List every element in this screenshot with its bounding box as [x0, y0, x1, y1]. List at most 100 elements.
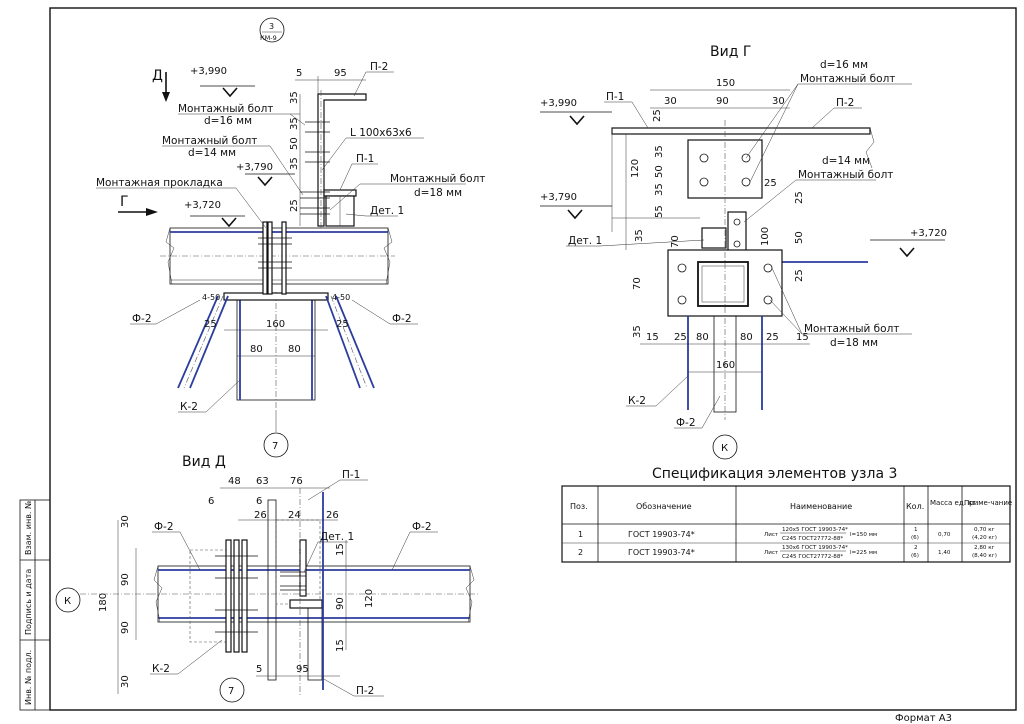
g-note-f2: Ф-2 — [676, 417, 696, 429]
d-dim-26b: 26 — [326, 510, 339, 521]
g-dim-35d: 35 — [632, 325, 643, 338]
d-note-k2: К-2 — [152, 663, 170, 675]
d-dim-63: 63 — [256, 476, 269, 487]
g-note-d16: d=16 мм — [820, 59, 868, 71]
hdr-mass: Масса ед. кг. — [930, 499, 978, 507]
callout-circle — [259, 17, 285, 43]
d-dim-30-bottom: 30 — [120, 675, 131, 688]
level-3990: +3,990 — [190, 66, 227, 77]
row2-name-top: 130х6 ГОСТ 19903-74* — [782, 545, 848, 551]
note-p1: П-1 — [356, 153, 374, 165]
sheet-frame — [49, 7, 1017, 711]
row2-note: 2,80 кг — [974, 545, 995, 551]
note-d16: d=16 мм — [204, 115, 252, 127]
row1-qty: 1 — [914, 527, 918, 533]
dim-95: 95 — [334, 68, 347, 79]
g-dim-100: 100 — [760, 227, 771, 246]
dim-35a: 35 — [289, 91, 300, 104]
g-note-d18: d=18 мм — [830, 337, 878, 349]
g-note-d14: d=14 мм — [822, 155, 870, 167]
hdr-note: Приме-чание — [964, 499, 1012, 507]
g-level-3720: +3,720 — [910, 228, 947, 239]
g-dim-25-b-right: 25 — [766, 332, 779, 343]
g-dim-150: 150 — [716, 78, 735, 89]
note-bolt-14: Монтажный болт — [162, 135, 257, 147]
row1-doc: ГОСТ 19903-74* — [628, 530, 695, 539]
d-dim-120: 120 — [364, 589, 375, 608]
row2-name-bottom: С245 ГОСТ27772-88* — [782, 554, 843, 560]
d-dim-6a: 6 — [208, 496, 214, 507]
dim-25-left: 25 — [204, 319, 217, 330]
d-dim-24: 24 — [288, 510, 301, 521]
note-4-50-left: 4-50 — [202, 293, 220, 302]
note-bolt-16: Монтажный болт — [178, 103, 273, 115]
g-dim-25-right: 25 — [764, 178, 777, 189]
row1-note2: (4,20 кг) — [972, 535, 997, 541]
d-dim-26a: 26 — [254, 510, 267, 521]
note-angle: L 100х63х6 — [350, 127, 412, 139]
marker-7-top — [263, 432, 289, 458]
dim-35c: 35 — [289, 157, 300, 170]
g-note-det1: Дет. 1 — [568, 235, 602, 247]
d-dim-90-top: 90 — [120, 573, 131, 586]
g-dim-80-left: 80 — [696, 332, 709, 343]
g-dim-50: 50 — [654, 165, 665, 178]
d-dim-48: 48 — [228, 476, 241, 487]
view-g-title: Вид Г — [710, 44, 751, 60]
g-dim-30-left: 30 — [664, 96, 677, 107]
note-det1: Дет. 1 — [370, 205, 404, 217]
view-d-title: Вид Д — [182, 454, 226, 470]
g-dim-120: 120 — [630, 159, 641, 178]
note-f2-right: Ф-2 — [392, 313, 412, 325]
g-dim-35c: 35 — [634, 229, 645, 242]
d-dim-180: 180 — [98, 593, 109, 612]
d-dim-15-top: 15 — [335, 543, 346, 556]
spec-title: Спецификация элементов узла 3 — [652, 466, 897, 482]
hdr-name: Наименование — [790, 502, 852, 511]
g-dim-25-top: 25 — [652, 109, 663, 122]
g-note-k2: К-2 — [628, 395, 646, 407]
g-dim-55: 55 — [654, 205, 665, 218]
hdr-doc: Обозначение — [636, 502, 692, 511]
dim-25-right: 25 — [336, 319, 349, 330]
row2-name-prefix: Лист — [764, 550, 779, 556]
g-note-bolt14: Монтажный болт — [798, 169, 893, 181]
dim-35b: 35 — [289, 117, 300, 130]
d-note-det1: Дет. 1 — [320, 531, 354, 543]
g-dim-160: 160 — [716, 360, 735, 371]
d-marker-k: К — [64, 596, 71, 607]
d-note-f2-left: Ф-2 — [154, 521, 174, 533]
callout-sheet: КМ-9 — [260, 34, 277, 42]
view-d-drawing: Вид Д 48 63 76 6 — [55, 454, 478, 703]
g-dim-35b: 35 — [654, 183, 665, 196]
stamp-sign-label: Подпись и дата — [24, 569, 33, 635]
hdr-pos: Поз. — [570, 502, 588, 511]
g-dim-25c: 25 — [794, 269, 805, 282]
row1-note: 0,70 кг — [974, 527, 995, 533]
note-k2: К-2 — [180, 401, 198, 413]
format-label: Формат А3 — [895, 713, 952, 724]
g-note-p2: П-2 — [836, 97, 854, 109]
dim-50: 50 — [289, 137, 300, 150]
note-f2-left: Ф-2 — [132, 313, 152, 325]
row2-qty: 2 — [914, 545, 918, 551]
marker-7-text: 7 — [272, 441, 278, 452]
marker-k-top — [712, 434, 738, 460]
section-drawing: 3 КМ-9 — [96, 17, 485, 458]
note-4-50-right: 4-50 — [332, 293, 350, 302]
row2-pos: 2 — [578, 548, 583, 557]
note-d14: d=14 мм — [188, 147, 236, 159]
g-marker-k: К — [721, 443, 728, 454]
row2-name-len: l=225 мм — [850, 550, 877, 556]
row2-note2: (8,40 кг) — [972, 553, 997, 559]
arrow-g-label: Г — [120, 194, 129, 210]
side-stamp: Взам. инв. № Подпись и дата Инв. № подл. — [19, 499, 51, 711]
row2-mass: 1,40 — [938, 550, 951, 556]
d-dim-90-bottom: 90 — [120, 621, 131, 634]
row2-doc: ГОСТ 19903-74* — [628, 548, 695, 557]
level-3720: +3,720 — [184, 200, 221, 211]
g-note-bolt16: Монтажный болт — [800, 73, 895, 85]
row1-name-top: 120х5 ГОСТ 19903-74* — [782, 527, 848, 533]
row1-pos: 1 — [578, 530, 583, 539]
